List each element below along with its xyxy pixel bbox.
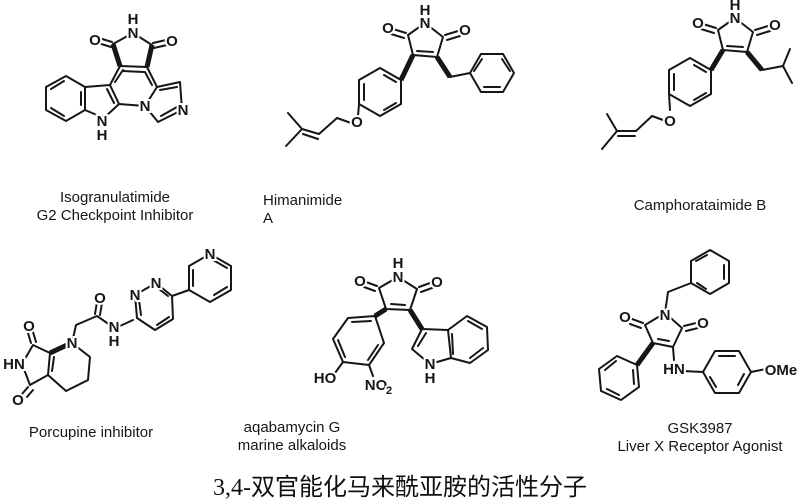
himanimide-bonds xyxy=(285,22,515,147)
atom-label: O xyxy=(94,290,106,307)
molecule-activity: marine alkaloids xyxy=(237,437,347,454)
molecule-name: Porcupine inhibitor xyxy=(28,424,154,441)
molecule-name-line2: A xyxy=(263,210,274,227)
atom-label: O xyxy=(23,318,35,335)
camphorataimide-atom-labels: HN O O O xyxy=(662,0,783,132)
atom-label: N xyxy=(660,307,671,324)
atom-label: N xyxy=(393,269,404,286)
atom-label: N xyxy=(130,287,141,304)
atom-label: H xyxy=(393,255,404,272)
molecule-name: Isogranulatimide xyxy=(59,189,171,206)
atom-label: O xyxy=(692,15,704,32)
atom-label: O xyxy=(351,114,363,131)
structure-himanimide-a: HN O O O xyxy=(285,0,515,147)
atom-label: O xyxy=(619,309,631,326)
atom-label: H xyxy=(730,0,741,14)
atom-label: O xyxy=(382,20,394,37)
atom-label: H xyxy=(128,11,139,28)
gsk3987-skeleton xyxy=(598,249,767,401)
label-aqabamycin-g: aqabamycin G marine alkaloids xyxy=(238,419,346,455)
molecule-name: GSK3987 xyxy=(667,420,733,437)
atom-label: H xyxy=(420,2,431,19)
structure-gsk3987: N O O HN OMe xyxy=(598,249,799,401)
atom-label: N xyxy=(205,246,216,263)
atom-label: N xyxy=(109,319,120,336)
atom-label: 2 xyxy=(386,385,392,397)
gsk3987-atom-labels: N O O HN OMe xyxy=(617,305,799,381)
atom-label: O xyxy=(354,273,366,290)
molecule-name: aqabamycin G xyxy=(243,419,341,436)
porcupine-bonds xyxy=(21,253,232,398)
atom-label: O xyxy=(166,33,178,50)
aqabamycin-wedge-bonds xyxy=(373,306,425,331)
atom-label: O xyxy=(431,274,443,291)
himanimide-wedge-bonds xyxy=(398,53,453,82)
molecule-activity: Liver X Receptor Agonist xyxy=(617,438,783,455)
atom-label: N xyxy=(67,335,78,352)
atom-label: N xyxy=(730,10,741,27)
molecule-activity: G2 Checkpoint Inhibitor xyxy=(36,207,194,224)
molecule-name: Himanimide xyxy=(263,192,343,209)
camphorataimide-skeleton xyxy=(601,17,793,150)
atom-label: H xyxy=(109,333,120,350)
porcupine-skeleton xyxy=(21,253,232,398)
atom-label: HO xyxy=(314,370,337,387)
atom-label: O xyxy=(697,315,709,332)
gsk3987-bonds xyxy=(598,249,767,401)
label-isogranulatimide: Isogranulatimide G2 Checkpoint Inhibitor xyxy=(37,189,194,225)
isogranulatimide-wedge-bonds xyxy=(110,43,155,68)
atom-label: N xyxy=(178,102,189,119)
atom-label: H xyxy=(425,370,436,387)
porcupine-wedge-bonds xyxy=(48,342,69,356)
isogranulatimide-bonds xyxy=(45,32,183,123)
label-himanimide-a: Himanimide A xyxy=(263,192,342,228)
atom-label: N xyxy=(151,275,162,292)
atom-label: N xyxy=(140,98,151,115)
gsk3987-wedge-bonds xyxy=(634,341,656,367)
himanimide-atom-labels: HN O O O xyxy=(349,0,473,133)
atom-label: O xyxy=(664,113,676,130)
isogranulatimide-skeleton xyxy=(45,32,183,123)
structure-camphorataimide-b: HN O O O xyxy=(601,0,793,150)
molecule-name: Camphorataimide B xyxy=(633,197,767,214)
atom-label: N xyxy=(128,25,139,42)
camphorataimide-bonds xyxy=(601,17,793,150)
atom-label: N xyxy=(420,15,431,32)
aqabamycin-skeleton xyxy=(332,276,489,377)
atom-label: H xyxy=(97,127,108,144)
atom-label: O xyxy=(89,32,101,49)
atom-label: N xyxy=(425,356,436,373)
atom-label: O xyxy=(459,22,471,39)
label-camphorataimide-b: Camphorataimide B xyxy=(634,197,767,215)
aqabamycin-bonds xyxy=(332,276,489,377)
atom-label: HN xyxy=(663,361,685,378)
himanimide-skeleton xyxy=(285,22,515,147)
atom-label: HN xyxy=(3,356,25,373)
label-gsk3987: GSK3987 Liver X Receptor Agonist xyxy=(617,420,782,456)
label-porcupine-inhibitor: Porcupine inhibitor xyxy=(29,424,153,442)
atom-label: O xyxy=(769,17,781,34)
atom-label: OMe xyxy=(765,362,798,379)
atom-label: N xyxy=(97,113,108,130)
atom-label: NO xyxy=(365,377,388,394)
atom-label: O xyxy=(12,392,24,409)
camphorataimide-wedge-bonds xyxy=(708,48,764,72)
figure-caption: 3,4-双官能化马来酰亚胺的活性分子 xyxy=(213,475,587,501)
